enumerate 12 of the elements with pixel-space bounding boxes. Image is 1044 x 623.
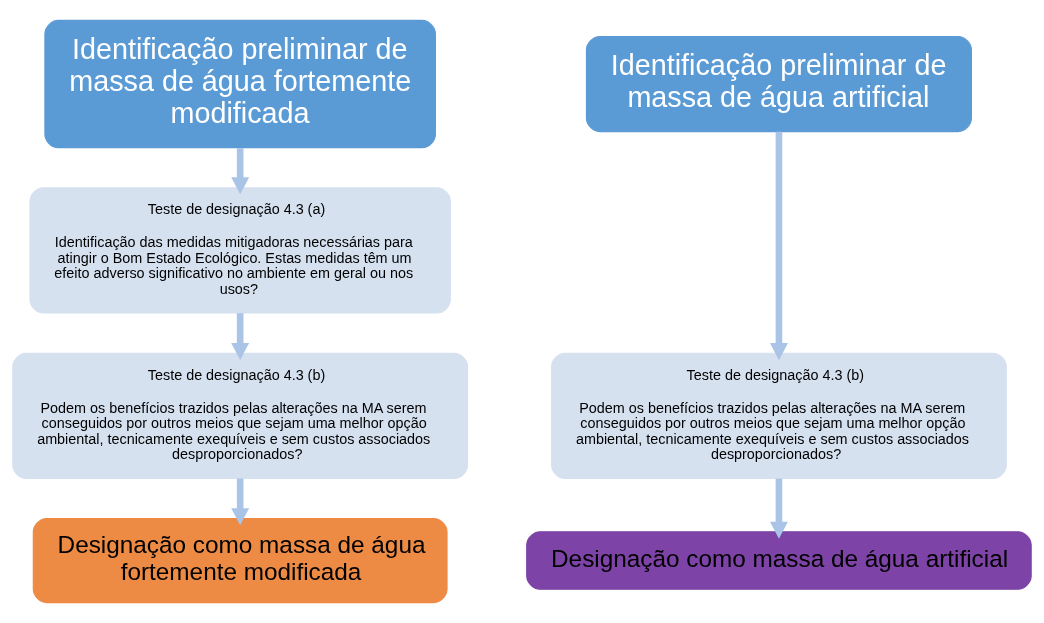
arrow bbox=[769, 478, 788, 539]
node-box: Designação como massa de água artificial bbox=[526, 531, 1032, 590]
node-box: Identificação preliminar de massa de água artificial bbox=[585, 35, 972, 133]
node-box: Identificação preliminar de massa de água fortemente modificada bbox=[44, 19, 436, 149]
node-box: Teste de designação 4.3 (b) Podem os benefícios trazidos pelas alterações na MA serem conseguidos por outros meios que sejam uma melhor opção ambiental, tecnicamente exequíveis e sem custos associados desproporcionados? bbox=[551, 352, 1007, 479]
arrow bbox=[769, 131, 788, 361]
node-box: Teste de designação 4.3 (a) Identificação das medidas mitigadoras necessárias para atingir o Bom Estado Ecológico. Estas medidas têm um efeito adverso significativo no ambiente em geral ou nos usos? bbox=[29, 187, 451, 314]
arrow bbox=[231, 148, 250, 195]
arrow bbox=[231, 478, 250, 526]
node-box: Designação como massa de água fortemente modificada bbox=[32, 517, 448, 604]
arrow bbox=[231, 313, 250, 361]
node-box: Teste de designação 4.3 (b) Podem os benefícios trazidos pelas alterações na MA serem conseguidos por outros meios que sejam uma melhor opção ambiental, tecnicamente exequíveis e sem custos associados desproporcionados? bbox=[12, 352, 469, 479]
